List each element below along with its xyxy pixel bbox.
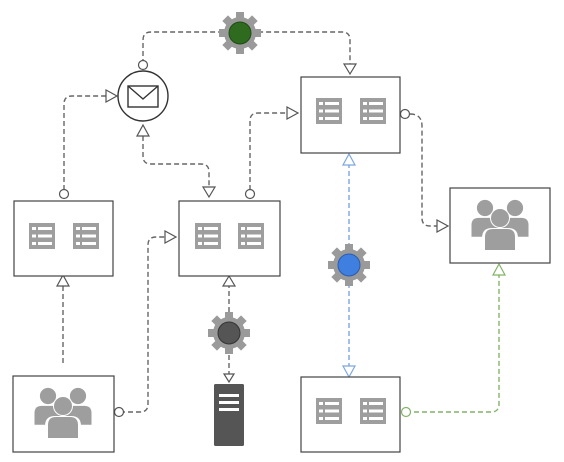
- list-box-bottom-right[interactable]: [300, 376, 401, 453]
- connector-top-box-to-users-right: [409, 113, 442, 227]
- connector-origin-dot: [137, 59, 149, 71]
- connector-origin-dot: [244, 188, 256, 200]
- arrowhead: [201, 186, 217, 199]
- list-document-icon: [360, 398, 386, 424]
- arrowhead: [222, 373, 236, 384]
- list-document-icon: [73, 223, 99, 249]
- arrowhead: [135, 123, 151, 137]
- server-node[interactable]: [214, 384, 244, 446]
- users-bottom-left-node[interactable]: [12, 375, 115, 453]
- list-document-icon: [316, 398, 342, 424]
- connector-origin-dot: [113, 406, 125, 418]
- arrowhead-blue: [341, 152, 357, 166]
- connector-origin-dot: [58, 188, 70, 200]
- connector-green: [406, 272, 500, 413]
- arrowhead: [342, 63, 358, 76]
- connector-center-box-to-top-box: [249, 112, 290, 190]
- message-node[interactable]: [117, 70, 169, 122]
- list-box-center[interactable]: [178, 200, 281, 277]
- arrowhead: [436, 218, 450, 234]
- connector-origin-dot: [399, 108, 411, 120]
- gear-green-node[interactable]: [219, 12, 261, 54]
- users-right-node[interactable]: [449, 187, 551, 264]
- list-document-icon: [316, 98, 342, 124]
- arrowhead-green: [491, 262, 507, 276]
- list-document-icon: [195, 223, 221, 249]
- gear-grey-node[interactable]: [208, 312, 250, 354]
- connector-envelope-to-center-box: [142, 136, 210, 192]
- list-document-icon: [29, 223, 55, 249]
- arrowhead: [105, 88, 119, 104]
- list-box-left[interactable]: [13, 200, 114, 277]
- list-document-icon: [360, 98, 386, 124]
- gear-blue-node[interactable]: [328, 244, 370, 286]
- connector-left-box-to-envelope: [63, 95, 112, 190]
- list-document-icon: [238, 223, 264, 249]
- connector-origin-dot-green: [400, 406, 412, 418]
- connector-users-to-center-box: [120, 236, 170, 413]
- server-icon: [214, 384, 244, 446]
- envelope-icon: [127, 85, 159, 108]
- arrowhead: [221, 274, 237, 287]
- arrowhead: [286, 105, 300, 121]
- arrowhead: [164, 229, 178, 245]
- arrowhead-blue: [341, 365, 357, 379]
- list-box-top-right[interactable]: [300, 76, 401, 154]
- arrowhead: [55, 273, 71, 287]
